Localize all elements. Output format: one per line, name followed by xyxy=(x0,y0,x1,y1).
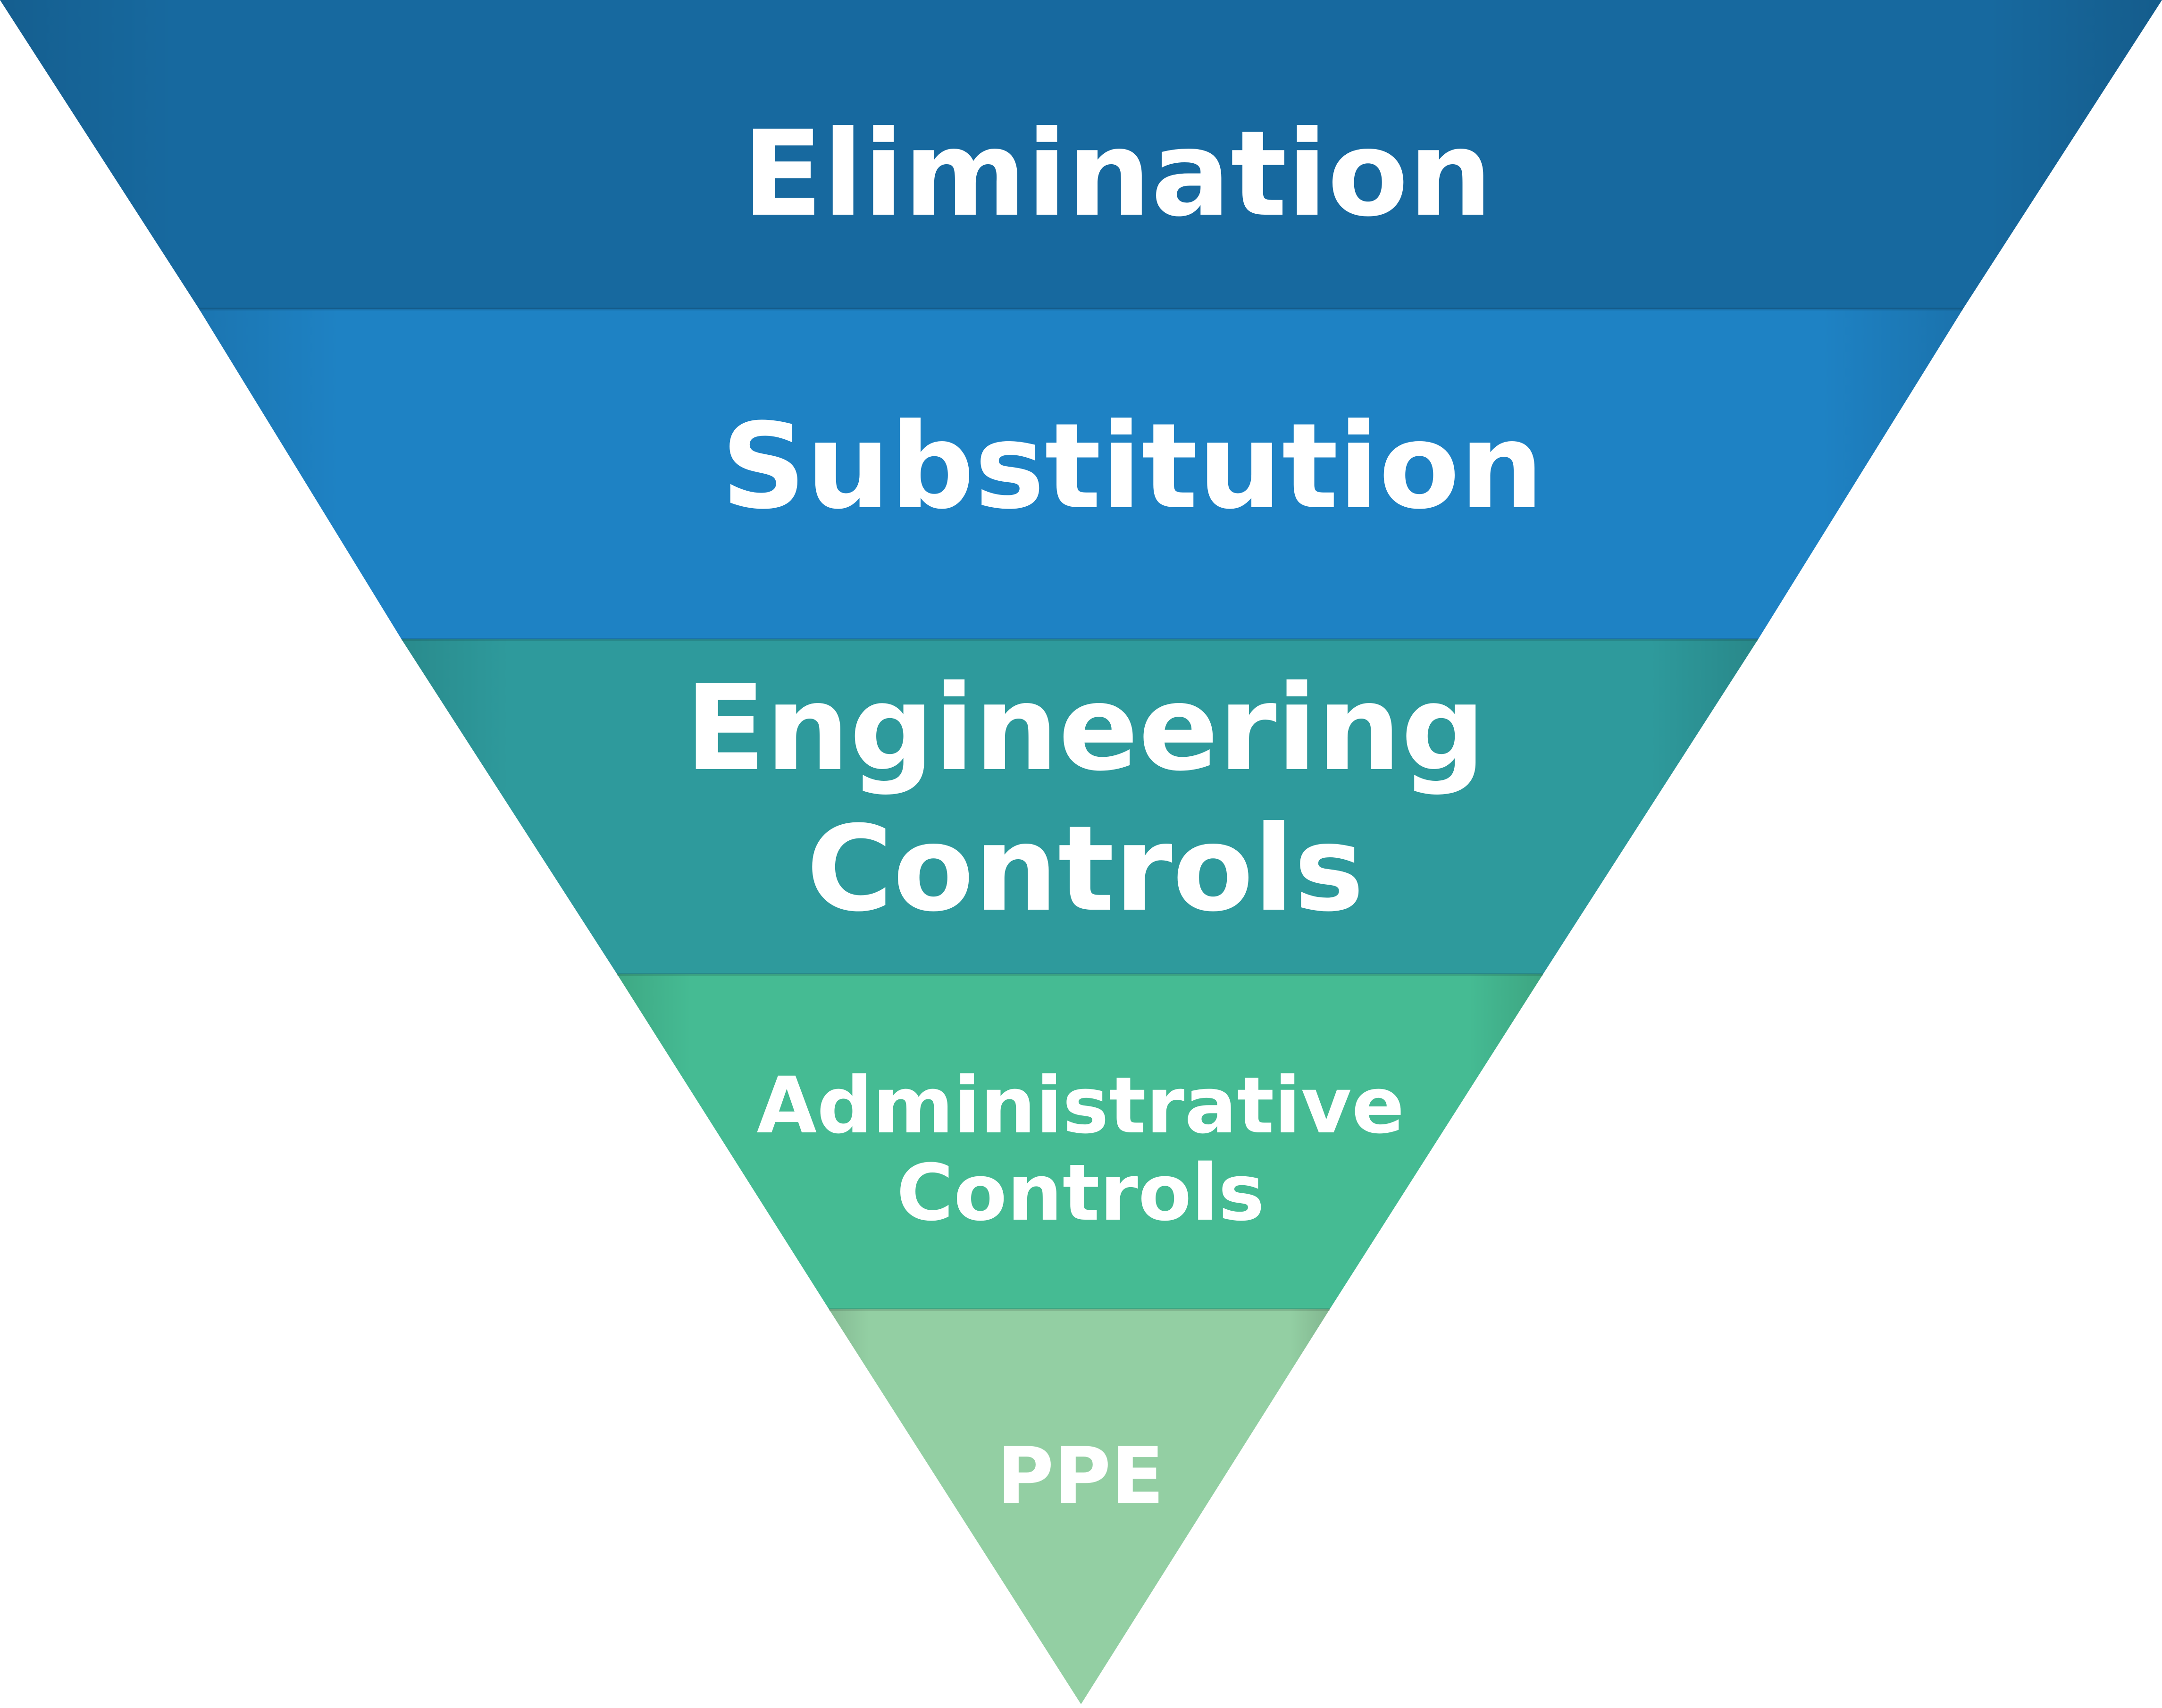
tier-administrative-controls: Administrative Controls xyxy=(617,974,1543,1309)
tier-separators xyxy=(199,308,1963,1311)
tier-substitution-label: Substitution xyxy=(721,398,1543,535)
tier-administrative-controls-shade xyxy=(617,974,1543,1309)
tier-administrative-controls-label-line2: Controls xyxy=(897,1147,1265,1238)
tier-ppe: PPE xyxy=(829,1309,1330,1704)
tier-substitution-shade xyxy=(199,309,1963,639)
tier-elimination-shade xyxy=(0,0,2162,309)
tier-administrative-controls-label-line1: Administrative xyxy=(756,1060,1404,1151)
tier-engineering-controls: Engineering Controls xyxy=(402,639,1758,974)
tier-substitution: Substitution xyxy=(199,309,1963,639)
tier-elimination-label: Elimination xyxy=(742,105,1492,243)
tier-engineering-controls-label-line1: Engineering xyxy=(685,660,1485,797)
tier-engineering-controls-label-line2: Controls xyxy=(806,800,1364,938)
tier-ppe-shade xyxy=(829,1309,1330,1704)
tier-elimination: Elimination xyxy=(0,0,2162,309)
tier-ppe-label: PPE xyxy=(997,1431,1165,1521)
tier-engineering-controls-shade xyxy=(402,639,1758,974)
